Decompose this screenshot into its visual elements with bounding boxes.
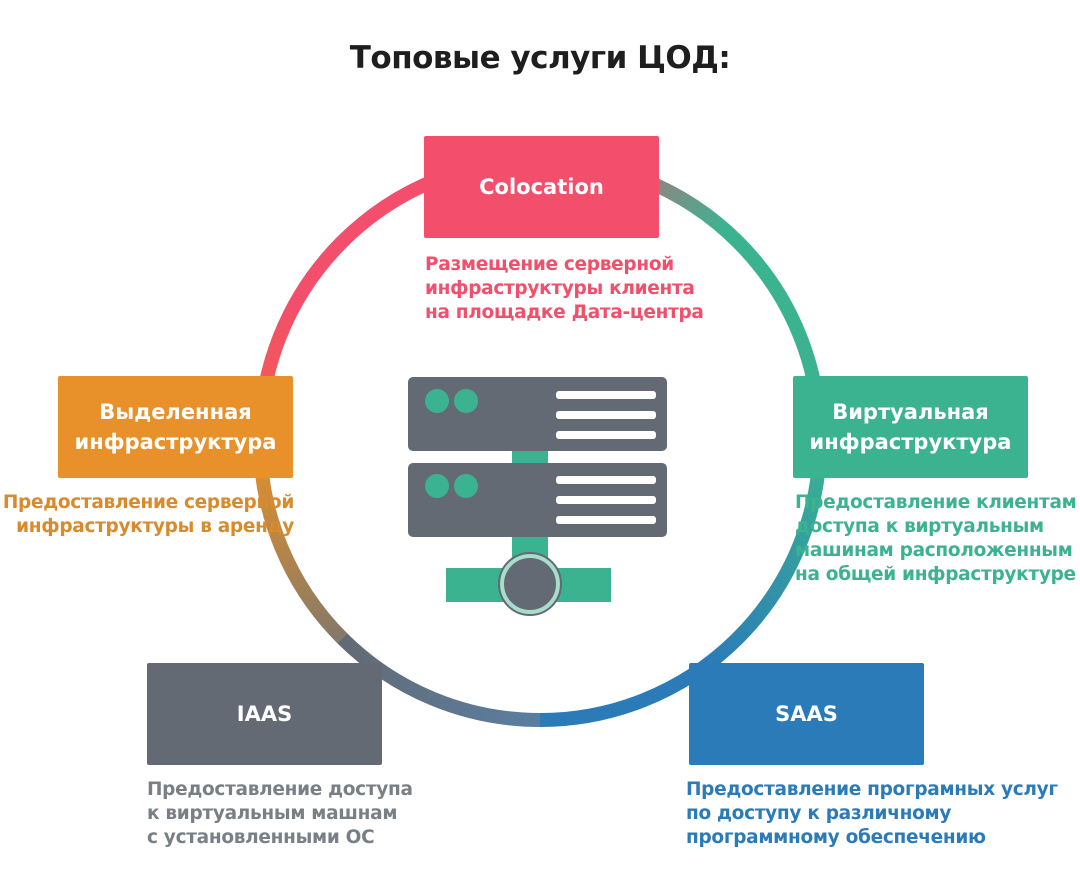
virtual-infrastructure-box: Виртуальная инфраструктура bbox=[793, 376, 1028, 478]
dedicated-infrastructure-description: Предоставление серверной инфраструктуры … bbox=[2, 492, 294, 537]
iaas-box: IAAS bbox=[147, 663, 382, 765]
dedicated-infrastructure-label: Выделенная инфраструктура bbox=[74, 400, 277, 454]
server-rack-icon bbox=[408, 377, 667, 616]
iaas-label: IAAS bbox=[236, 702, 293, 726]
iaas-description: Предоставление доступа к виртуальным маш… bbox=[147, 779, 413, 848]
virtual-infrastructure-description: Предоставление клиентам доступа к виртуа… bbox=[795, 492, 1077, 585]
colocation-box: Colocation bbox=[424, 136, 659, 238]
ring-arc-virtual-saas bbox=[539, 439, 827, 727]
colocation-description: Размещение серверной инфраструктуры клие… bbox=[425, 254, 704, 323]
saas-box: SAAS bbox=[689, 663, 924, 765]
ring-arc-saas-iaas bbox=[337, 633, 541, 727]
virtual-infrastructure-label: Виртуальная инфраструктура bbox=[809, 400, 1012, 454]
dedicated-infrastructure-box: Выделенная инфраструктура bbox=[58, 376, 293, 478]
colocation-label: Colocation bbox=[479, 175, 604, 199]
saas-description: Предоставление програмных услуг по досту… bbox=[686, 779, 1058, 848]
saas-label: SAAS bbox=[775, 702, 838, 726]
page-title: Топовые услуги ЦОД: bbox=[349, 40, 731, 76]
